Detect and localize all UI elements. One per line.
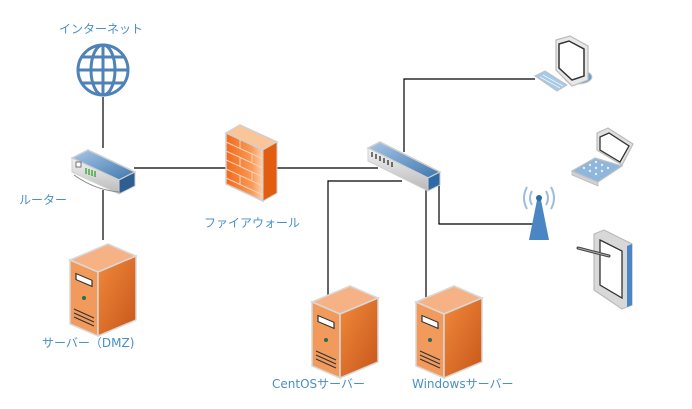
dmz-server-icon bbox=[68, 243, 138, 338]
connection-lines bbox=[102, 78, 535, 302]
router-label: ルーター bbox=[19, 193, 68, 207]
firewall-icon bbox=[224, 124, 279, 203]
globe-icon bbox=[76, 43, 130, 97]
laptop-icon bbox=[570, 127, 634, 187]
switch-icon bbox=[366, 141, 442, 192]
centos-server-icon bbox=[310, 285, 380, 380]
link-switch-desktop bbox=[403, 78, 535, 152]
internet-label: インターネット bbox=[59, 22, 144, 36]
wireless-access-point-icon bbox=[523, 186, 555, 240]
windows-server-label: Windowsサーバー bbox=[412, 377, 514, 391]
firewall-label: ファイアウォール bbox=[204, 216, 301, 230]
desktop-pc-icon bbox=[534, 35, 593, 92]
dmz-server-label: サーバー（DMZ) bbox=[42, 336, 135, 350]
link-switch-centos bbox=[327, 180, 402, 302]
tablet-icon bbox=[576, 229, 633, 310]
link-switch-ap bbox=[438, 185, 535, 225]
windows-server-icon bbox=[414, 285, 484, 380]
router-icon bbox=[70, 149, 137, 195]
centos-server-label: CentOSサーバー bbox=[272, 377, 366, 391]
